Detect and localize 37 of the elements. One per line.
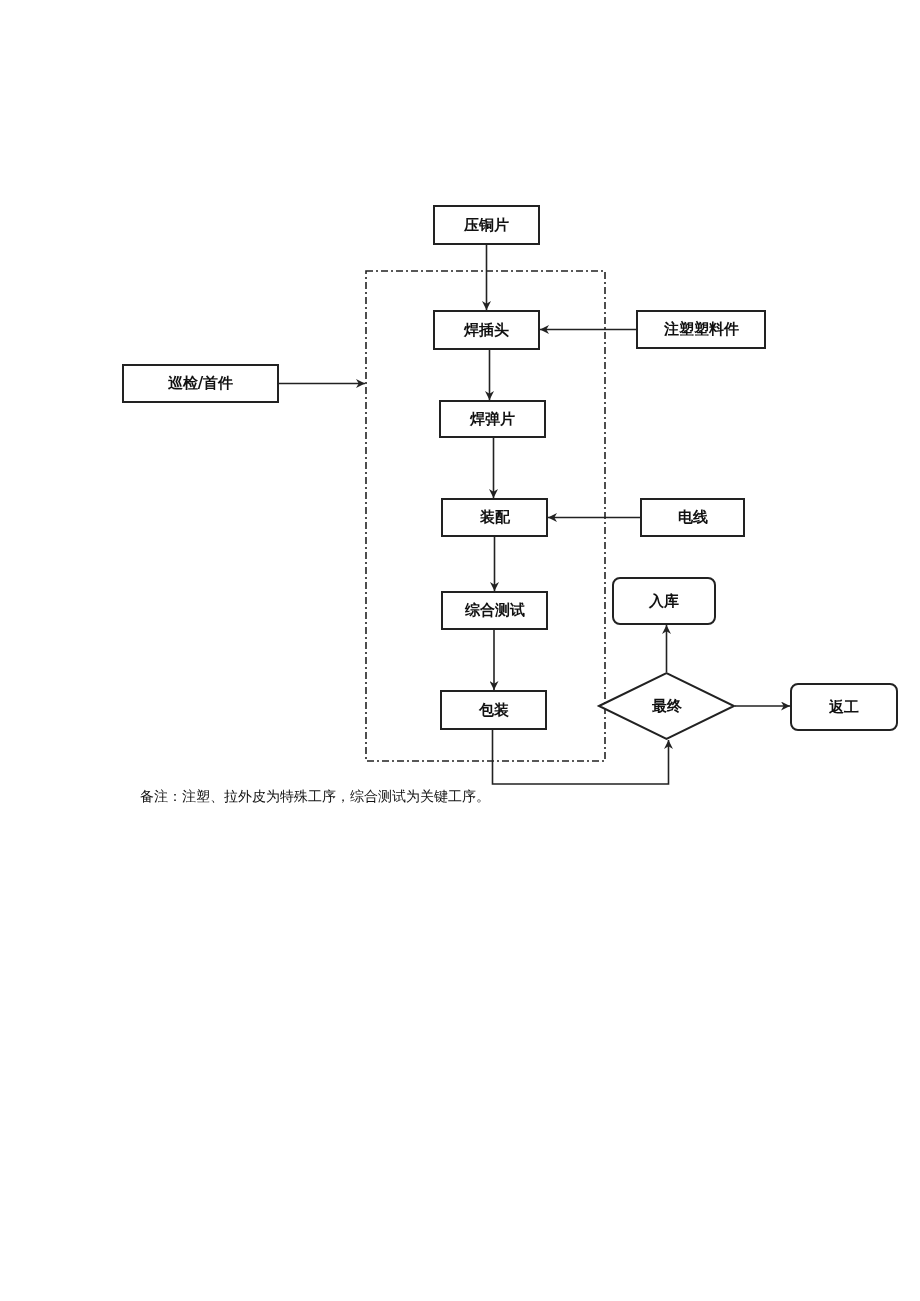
node-label: 焊插头 <box>464 320 509 340</box>
terminal-box <box>612 577 716 625</box>
arrow <box>482 244 491 311</box>
node-label: 入库 <box>649 591 679 611</box>
process-box <box>441 591 548 630</box>
process-box <box>439 400 546 438</box>
process-box <box>433 310 540 350</box>
node-label: 焊弹片 <box>470 409 515 429</box>
arrow <box>489 437 498 499</box>
process-box <box>122 364 279 403</box>
terminal-box <box>790 683 898 731</box>
node-label: 注塑塑料件 <box>663 320 739 339</box>
process-box <box>440 690 547 730</box>
node-label: 包装 <box>478 700 509 720</box>
arrow <box>490 536 499 592</box>
node-label: 最终 <box>651 696 682 716</box>
decision-diamond <box>598 672 735 740</box>
node-label: 返工 <box>829 697 859 717</box>
group-boundary <box>365 270 606 762</box>
process-box <box>433 205 540 245</box>
arrow <box>491 729 673 785</box>
node-label: 装配 <box>479 508 510 527</box>
arrow <box>662 624 671 673</box>
process-box <box>636 310 766 349</box>
node-label: 综合测试 <box>464 601 525 620</box>
node-label: 电线 <box>677 508 708 527</box>
process-box <box>441 498 548 537</box>
arrow <box>547 513 641 522</box>
note-text: 备注：注塑、拉外皮为特殊工序，综合测试为关键工序。 <box>140 788 490 806</box>
process-box <box>640 498 745 537</box>
arrow <box>734 701 791 711</box>
arrow <box>278 379 366 388</box>
arrow <box>489 629 499 691</box>
node-label: 压铜片 <box>464 215 509 235</box>
node-label: 巡检/首件 <box>167 374 234 393</box>
arrow <box>539 325 637 334</box>
arrow <box>485 349 494 401</box>
